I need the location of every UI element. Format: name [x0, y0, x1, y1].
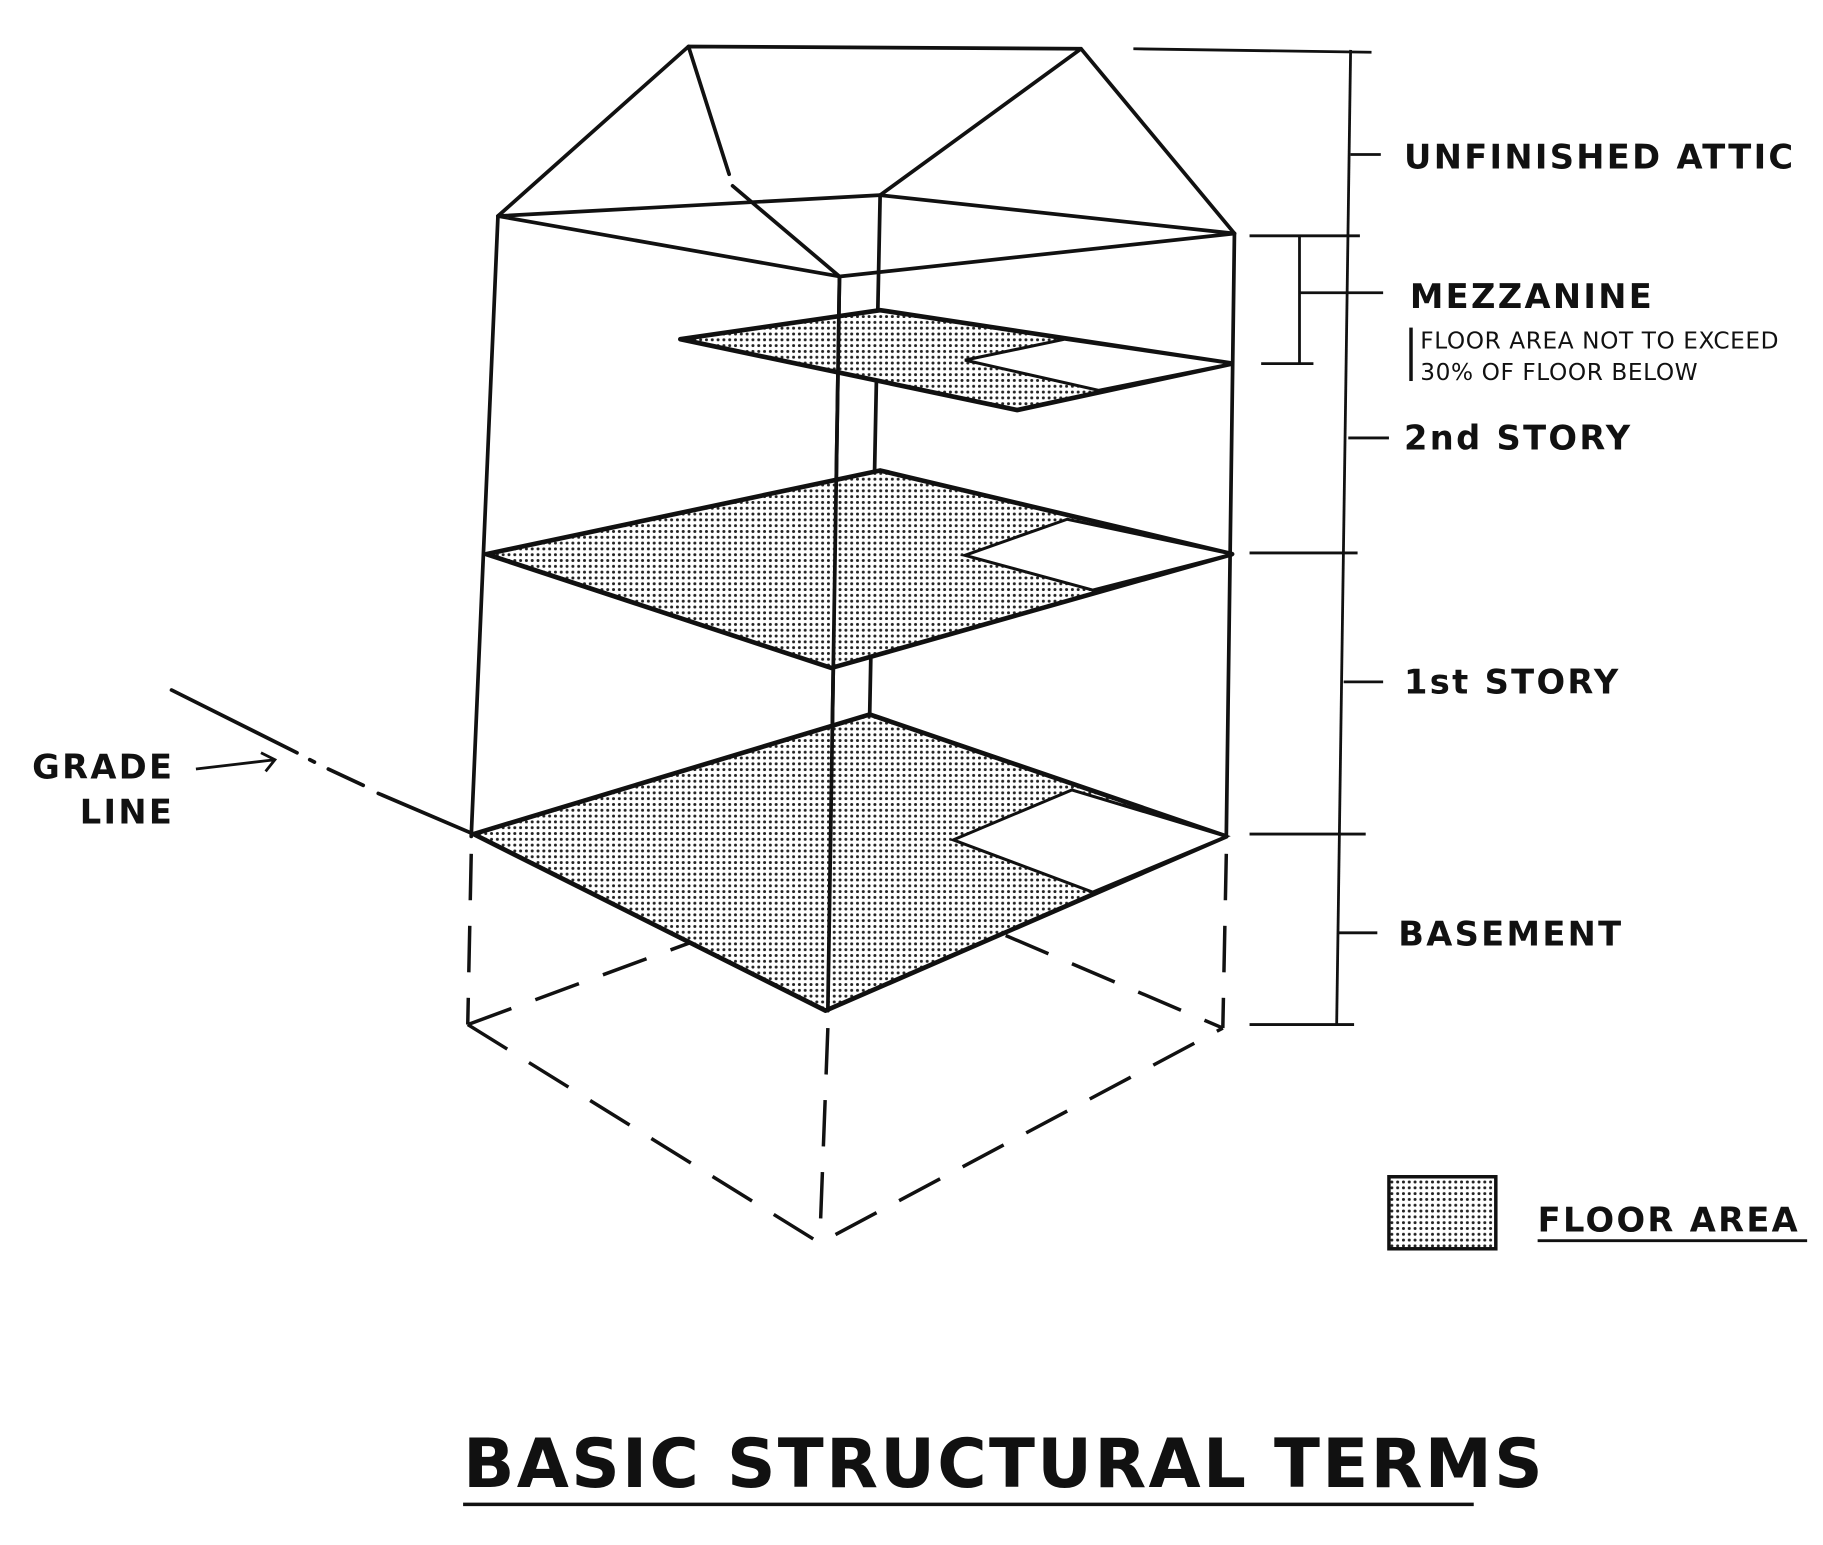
first-story-label: 1st STORY — [1404, 663, 1621, 702]
dimension-lines — [1133, 47, 1413, 1026]
roof — [496, 44, 1237, 279]
floor-area-swatch — [1387, 1175, 1498, 1251]
mezzanine-note-1: FLOOR AREA NOT TO EXCEED — [1420, 327, 1779, 354]
mezzanine-note-2: 30% OF FLOOR BELOW — [1420, 359, 1698, 386]
second-story-label: 2nd STORY — [1404, 419, 1632, 458]
mezzanine-floor — [678, 307, 1235, 413]
second-story-floor — [484, 468, 1235, 671]
legend: FLOOR AREA — [1387, 1175, 1808, 1251]
attic-label: UNFINISHED ATTIC — [1404, 137, 1795, 176]
legend-floor-area: FLOOR AREA — [1538, 1200, 1800, 1239]
grade-label-line: LINE — [80, 793, 174, 832]
building-frame — [466, 44, 1237, 1245]
grade-line: GRADE LINE — [32, 688, 476, 836]
first-story-floor — [471, 712, 1231, 1013]
grade-label: GRADE — [32, 747, 174, 786]
mezzanine-label: MEZZANINE — [1410, 277, 1654, 316]
basement-label: BASEMENT — [1398, 915, 1623, 954]
diagram-title: BASIC STRUCTURAL TERMS — [463, 1424, 1545, 1503]
arrow-icon — [195, 751, 278, 773]
